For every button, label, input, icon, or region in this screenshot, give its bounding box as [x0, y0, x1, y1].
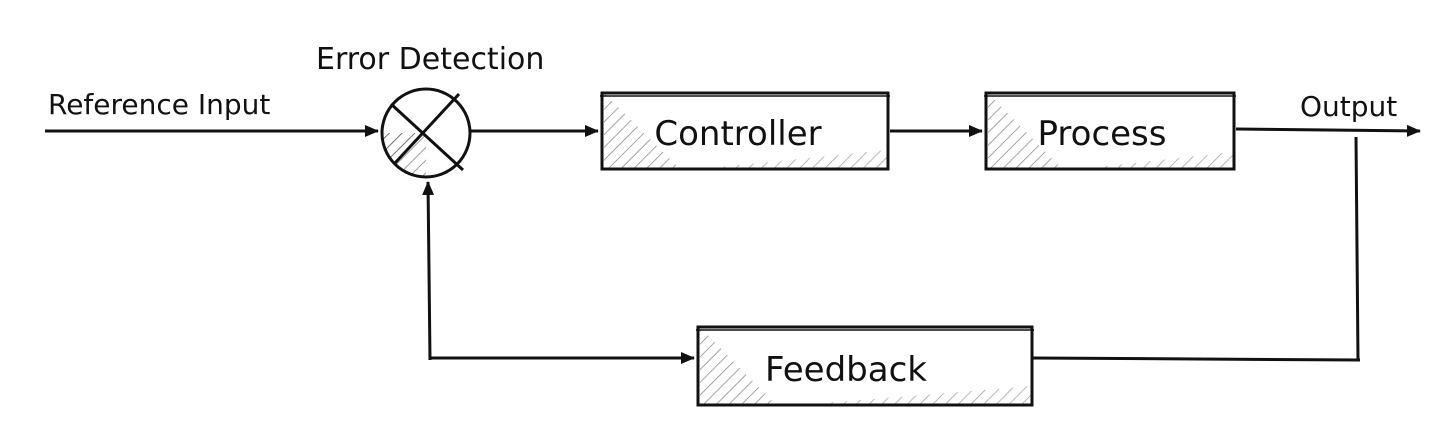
feedback-label: Feedback — [765, 350, 927, 390]
output-arrow — [1235, 124, 1421, 137]
reference-input-label: Reference Input — [48, 88, 270, 121]
controller-label: Controller — [654, 114, 821, 154]
error-detection-label: Error Detection — [316, 42, 544, 77]
feedback-signal-arrow — [422, 181, 435, 361]
output-label: Output — [1300, 90, 1397, 123]
cross-circle-icon — [380, 87, 472, 179]
process-label: Process — [1038, 114, 1167, 154]
controller-block: Controller — [600, 91, 890, 171]
feedback-return-line — [1031, 356, 1361, 362]
process-block: Process — [984, 91, 1236, 171]
error-detection-junction — [380, 87, 472, 179]
feedback-block: Feedback — [696, 325, 1034, 407]
feedback-takeoff-line — [1354, 136, 1360, 361]
